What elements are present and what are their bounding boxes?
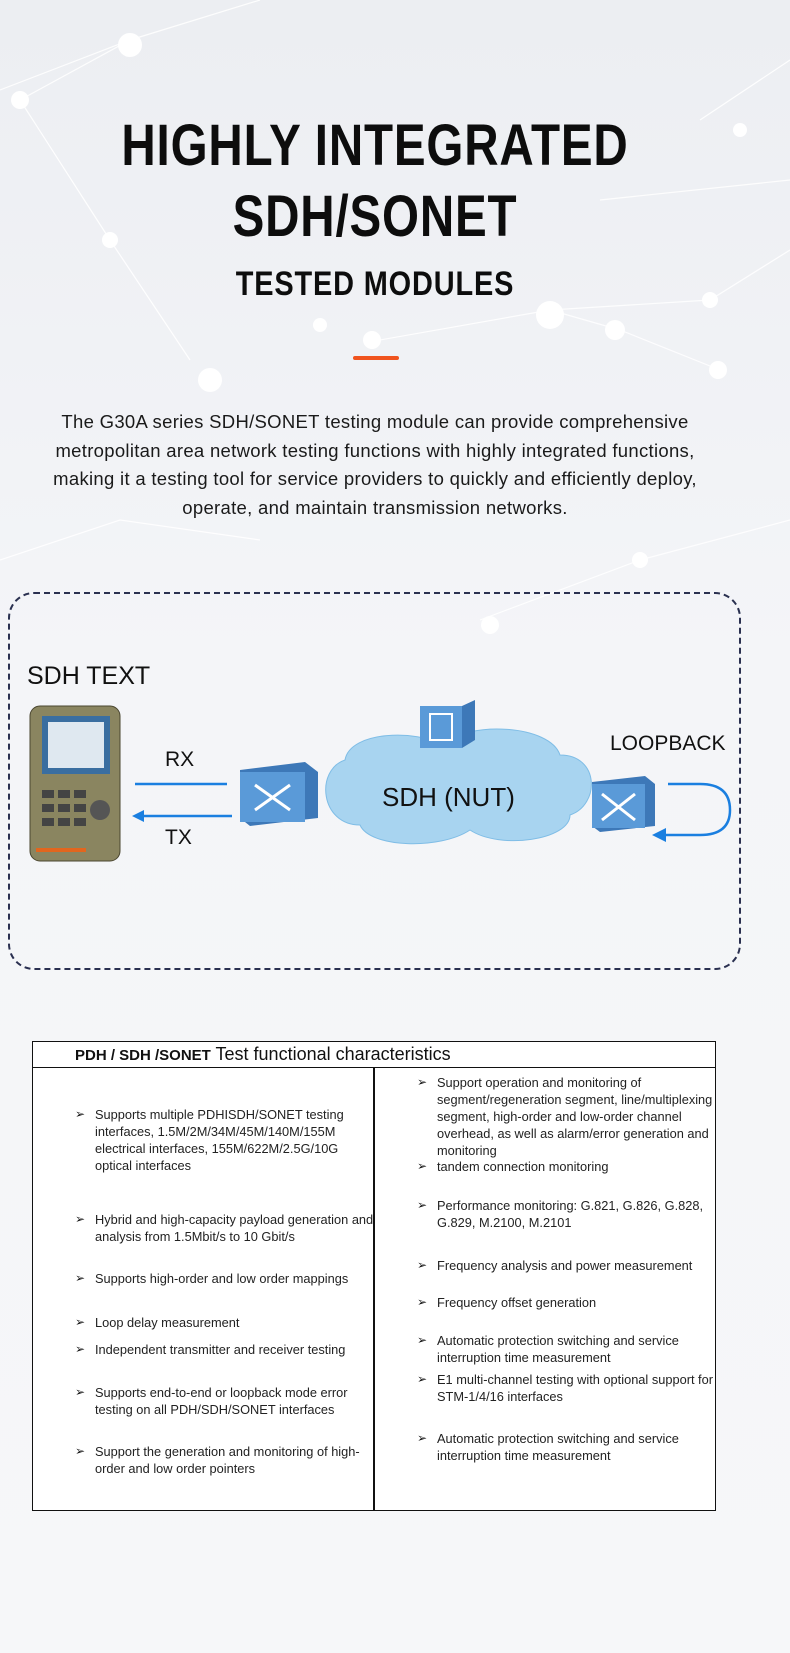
arrow-bullet-icon: ➢ [75, 1444, 86, 1458]
arrow-bullet-icon: ➢ [417, 1159, 428, 1173]
list-item: ➢Hybrid and high-capacity payload genera… [75, 1212, 374, 1244]
list-item: ➢Performance monitoring: G.821, G.826, G… [417, 1198, 704, 1230]
list-item: ➢tandem connection monitoring [417, 1159, 609, 1174]
list-item: ➢Frequency offset generation [417, 1295, 597, 1310]
list-item: ➢Automatic protection switching and serv… [417, 1431, 679, 1463]
arrow-bullet-icon: ➢ [75, 1107, 86, 1121]
arrow-bullet-icon: ➢ [417, 1372, 428, 1386]
table-header: PDH / SDH /SONET Test functional charact… [33, 1042, 715, 1068]
arrow-bullet-icon: ➢ [417, 1198, 428, 1212]
diagram-frame [8, 592, 741, 970]
list-item: ➢Loop delay measurement [75, 1315, 240, 1330]
title-line-2: SDH/SONET [232, 184, 518, 249]
arrow-bullet-icon: ➢ [75, 1271, 86, 1285]
subtitle: TESTED MODULES [235, 265, 515, 303]
list-item: ➢Independent transmitter and receiver te… [75, 1342, 346, 1357]
arrow-bullet-icon: ➢ [417, 1075, 428, 1089]
list-item: ➢Support the generation and monitoring o… [75, 1444, 360, 1476]
switch-left-icon [240, 762, 318, 826]
title-line-1: HIGHLY INTEGRATED [121, 113, 629, 178]
list-item: ➢Automatic protection switching and serv… [417, 1333, 679, 1365]
arrow-bullet-icon: ➢ [75, 1385, 86, 1399]
accent-divider [353, 356, 399, 360]
arrow-bullet-icon: ➢ [417, 1333, 428, 1347]
switch-right-icon [592, 776, 655, 832]
list-item: ➢E1 multi-channel testing with optional … [417, 1372, 713, 1404]
features-table: PDH / SDH /SONET Test functional charact… [32, 1041, 716, 1511]
rx-label: RX [165, 748, 195, 771]
tester-device-icon [29, 705, 121, 862]
arrow-bullet-icon: ➢ [75, 1212, 86, 1226]
cloud-label: SDH (NUT) [382, 782, 515, 812]
loopback-arrow [660, 782, 732, 837]
arrow-bullet-icon: ➢ [75, 1342, 86, 1356]
arrow-bullet-icon: ➢ [417, 1258, 428, 1272]
column-divider [373, 1068, 375, 1510]
list-item: ➢Supports high-order and low order mappi… [75, 1271, 349, 1286]
loopback-label: LOOPBACK [610, 732, 726, 755]
device-label: SDH TEXT [27, 662, 151, 690]
list-item: ➢Support operation and monitoring of seg… [417, 1075, 713, 1158]
arrow-bullet-icon: ➢ [75, 1315, 86, 1329]
arrow-bullet-icon: ➢ [417, 1431, 428, 1445]
intro-paragraph: The G30A series SDH/SONET testing module… [53, 411, 697, 518]
network-diagram [132, 700, 732, 845]
list-item: ➢Supports end-to-end or loopback mode er… [75, 1385, 348, 1417]
server-icon [420, 700, 475, 748]
tx-label: TX [165, 826, 192, 849]
list-item: ➢Frequency analysis and power measuremen… [417, 1258, 693, 1273]
arrow-bullet-icon: ➢ [417, 1295, 428, 1309]
list-item: ➢Supports multiple PDHISDH/SONET testing… [75, 1107, 344, 1173]
